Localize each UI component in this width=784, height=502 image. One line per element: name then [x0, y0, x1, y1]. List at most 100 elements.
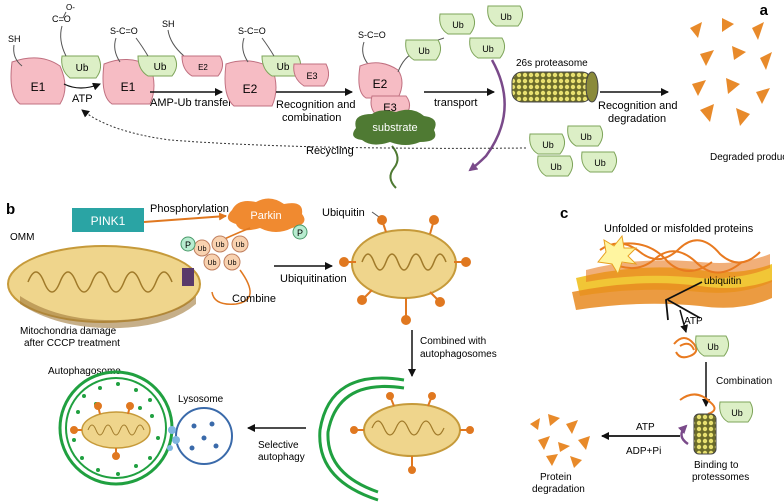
svg-text:E2: E2 — [243, 82, 258, 96]
svg-text:P: P — [185, 240, 191, 250]
ub-free: Ub — [61, 55, 102, 79]
svg-text:Parkin: Parkin — [250, 210, 281, 222]
svg-text:Ub: Ub — [418, 46, 430, 56]
amp-ub-transfer-label: AMP-Ub transfer — [150, 97, 232, 109]
degraded-product-fragments — [690, 18, 772, 126]
mito-damage-line-2: after CCCP treatment — [24, 338, 120, 349]
ubiquitin-label: Ubiquitin — [322, 207, 365, 219]
recognition-degradation-line-2: degradation — [608, 113, 666, 125]
ub-recycled-2: Ub — [567, 125, 604, 147]
ubiquitination-label: Ubiquitination — [280, 273, 347, 285]
recognition-combination-line-2: combination — [282, 112, 341, 124]
unfolded-proteins-label: Unfolded or misfolded proteins — [604, 223, 754, 235]
proteasome-26s — [511, 71, 599, 103]
panel-c: c Unfolded or misfolded proteins ubiquit… — [530, 205, 772, 495]
panel-c-label: c — [560, 205, 568, 222]
svg-text:Ub: Ub — [550, 162, 562, 172]
svg-text:Ub: Ub — [731, 408, 743, 418]
ub-recycled-4: Ub — [581, 151, 618, 173]
protein-fragments — [530, 414, 590, 468]
svg-text:E1: E1 — [31, 80, 46, 94]
atp-label-a: ATP — [72, 93, 93, 105]
svg-text:E2: E2 — [198, 63, 208, 72]
phospho-p-ub: P — [180, 236, 196, 252]
panel-a-label: a — [760, 2, 769, 19]
sco-group-1: S-C=O — [110, 26, 138, 36]
svg-text:Ub: Ub — [452, 20, 464, 30]
starburst — [597, 234, 638, 276]
protein-degradation-line-1: Protein — [540, 472, 572, 483]
ub-cluster-b: Ub Ub Ub Ub Ub — [193, 235, 249, 271]
omm-label: OMM — [10, 232, 34, 243]
lysosome — [167, 407, 233, 465]
combined-with-line-2: autophagosomes — [420, 349, 497, 360]
ub-recycled-1: Ub — [529, 133, 566, 155]
svg-text:Ub: Ub — [580, 132, 592, 142]
autophagosome — [58, 370, 174, 486]
svg-text:Ub: Ub — [594, 158, 606, 168]
svg-text:Ub: Ub — [216, 242, 225, 249]
atp-label-c-top: ATP — [684, 316, 703, 327]
ub-chain-3: Ub — [469, 37, 506, 59]
svg-text:Ub: Ub — [277, 62, 290, 73]
svg-text:Ub: Ub — [482, 44, 494, 54]
svg-text:E3: E3 — [306, 71, 317, 81]
selective-line-2: autophagy — [258, 452, 305, 463]
sco-group-2: S-C=O — [238, 26, 266, 36]
pink1-anchor — [182, 268, 194, 286]
o-minus-label: O- — [66, 3, 75, 12]
co-group-1: C=O — [52, 14, 71, 24]
svg-text:Ub: Ub — [228, 260, 237, 267]
lysosome-label: Lysosome — [178, 394, 224, 405]
proteasome-label: 26s proteasome — [516, 58, 588, 69]
svg-text:E1: E1 — [121, 80, 136, 94]
recognition-degradation-line-1: Recognition and — [598, 100, 678, 112]
ubiquitin-label-c: ubiquitin — [704, 276, 741, 287]
recycling-label: Recycling — [306, 145, 354, 157]
autophagosome-forming — [318, 376, 405, 502]
recognition-combination-line-1: Recognition and — [276, 99, 356, 111]
combination-label: Combination — [716, 376, 772, 387]
sco-group-3: S-C=O — [358, 30, 386, 40]
e2-in-complex: E2 — [358, 62, 403, 99]
panel-a: a E1 SH Ub C=O O- ATP E1 Ub S-C=O — [8, 2, 784, 189]
e1-enzyme-2: E1 — [102, 59, 155, 105]
ub-on-e1: Ub — [137, 55, 178, 77]
degraded-product-label: Degraded product — [710, 152, 784, 163]
svg-text:substrate: substrate — [372, 122, 417, 134]
svg-text:Ub: Ub — [236, 242, 245, 249]
mitochondrion-ubiquitinated — [339, 215, 471, 325]
ub-chain-1: Ub — [405, 39, 442, 61]
svg-text:Ub: Ub — [542, 140, 554, 150]
binding-line-2: protessomes — [692, 472, 749, 483]
mitochondrion-engulfed — [350, 392, 474, 474]
e1-enzyme-1: E1 — [10, 57, 66, 105]
ub-recycled-3: Ub — [537, 155, 574, 177]
proteasome-c: Ub — [679, 393, 754, 455]
misfolded-protein-tangle — [599, 239, 761, 274]
mito-damage-line-1: Mitochondria damage — [20, 326, 117, 337]
sh-group-2: SH — [162, 19, 175, 29]
svg-text:Ub: Ub — [76, 63, 89, 74]
autophagosome-label: Autophagosome — [48, 366, 121, 377]
svg-text:Ub: Ub — [154, 62, 167, 73]
svg-text:P: P — [297, 228, 303, 238]
selective-line-1: Selective — [258, 440, 299, 451]
combine-label: Combine — [232, 293, 276, 305]
pink1-box: PINK1 — [72, 208, 144, 232]
e2-enzyme: E2 — [224, 60, 277, 107]
svg-text:Ub: Ub — [198, 246, 207, 253]
e3-enzyme-1: E3 — [293, 63, 330, 87]
adp-pi-label: ADP+Pi — [626, 446, 661, 457]
svg-text:E2: E2 — [373, 77, 388, 91]
binding-line-1: Binding to — [694, 460, 739, 471]
mitochondrion-damaged — [7, 245, 201, 329]
svg-text:Ub: Ub — [500, 12, 512, 22]
ub-chain-2: Ub — [439, 13, 476, 35]
transport-label: transport — [434, 97, 477, 109]
atp-label-c: ATP — [636, 422, 655, 433]
svg-text:PINK1: PINK1 — [91, 214, 126, 228]
panel-b-label: b — [6, 201, 15, 218]
ub-free-top: Ub — [487, 5, 524, 27]
